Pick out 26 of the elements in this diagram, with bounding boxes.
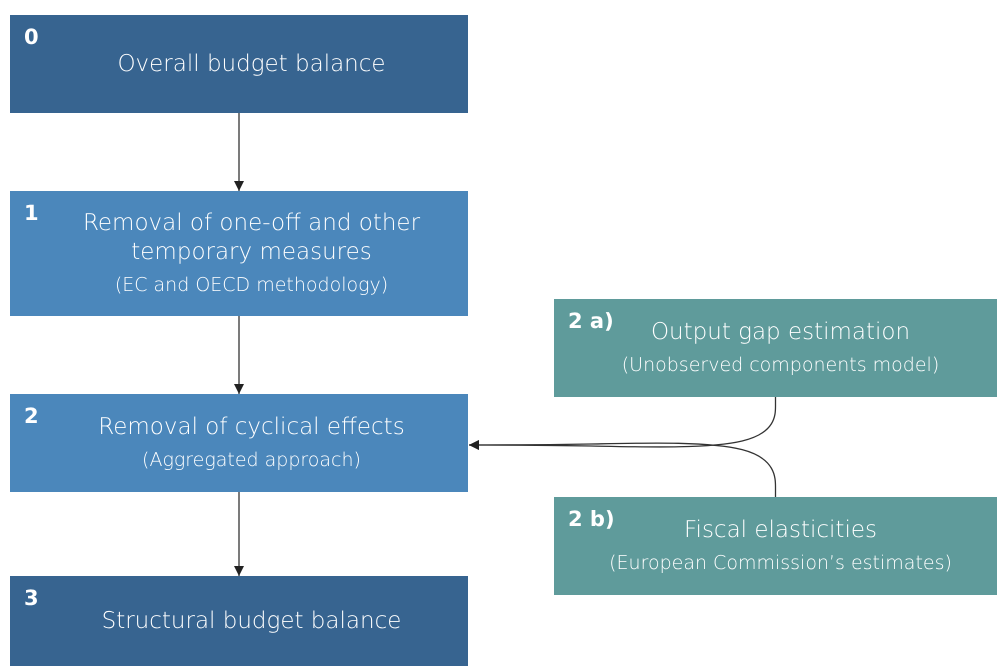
- step-number: 2 a): [568, 309, 614, 333]
- step-title: Removal of cyclical effects: [98, 412, 405, 442]
- step-number: 2 b): [568, 507, 615, 531]
- step-note: (Aggregated approach): [142, 448, 361, 472]
- step-title: Structural budget balance: [102, 606, 402, 636]
- process-box: [10, 394, 468, 492]
- step-note: (EC and OECD methodology): [114, 272, 388, 298]
- arrow: [234, 492, 244, 576]
- arrow: [469, 440, 776, 497]
- process-box: [10, 576, 468, 666]
- arrow: [234, 316, 244, 394]
- process-box: [10, 15, 468, 113]
- step-number: 2: [24, 404, 39, 428]
- process-box: [10, 191, 468, 316]
- step-note: (Unobserved components model): [622, 352, 940, 378]
- step-title: Output gap estimation: [650, 318, 910, 346]
- step-title: Removal of one-off and other temporary measures: [82, 208, 422, 266]
- arrow: [234, 113, 244, 191]
- step-note: (European Commission’s estimates): [609, 550, 952, 576]
- process-box: [554, 497, 997, 595]
- step-number: 0: [24, 25, 39, 49]
- step-number: 1: [24, 201, 39, 225]
- process-box: [554, 299, 997, 397]
- step-title: Overall budget balance: [117, 50, 386, 78]
- step-number: 3: [24, 586, 39, 610]
- step-title: Fiscal elasticities: [684, 516, 877, 544]
